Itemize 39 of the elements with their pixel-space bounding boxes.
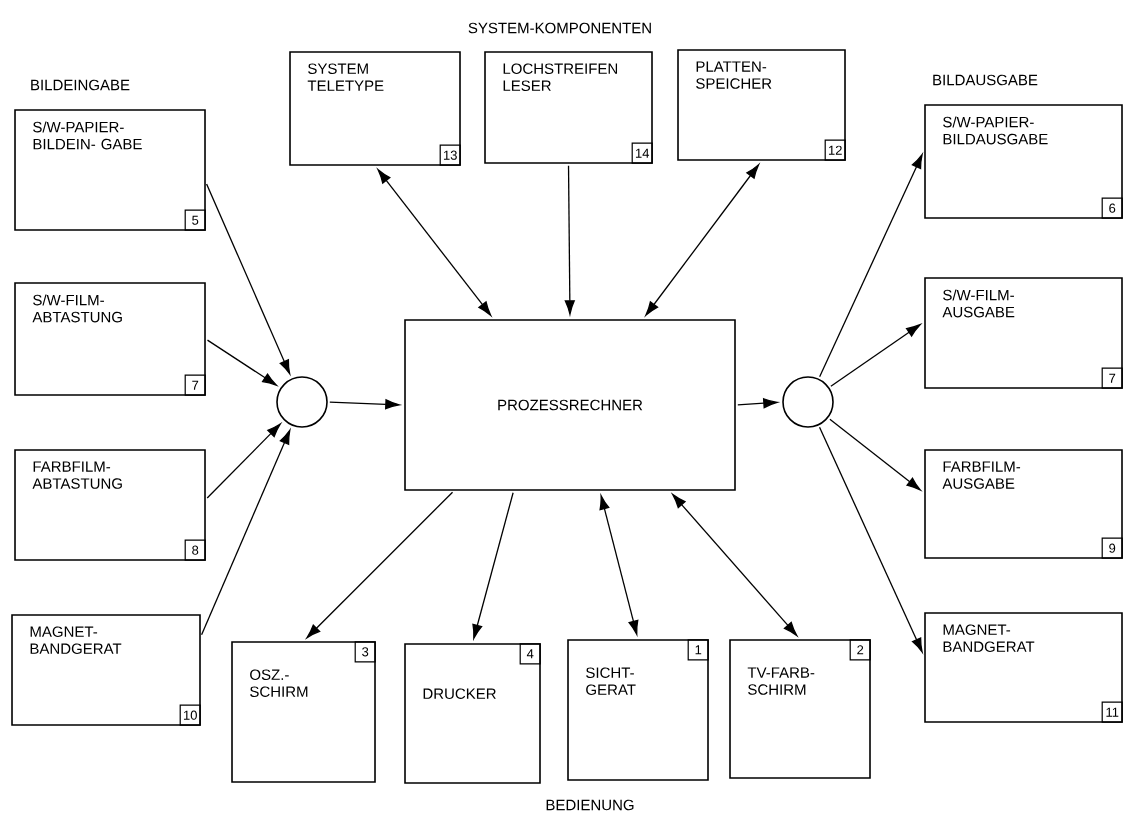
- device-box: PROZESSRECHNER: [404, 319, 736, 491]
- arrow: [329, 399, 400, 410]
- number-badge: 11: [1101, 701, 1123, 723]
- number-badge: 2: [849, 639, 871, 661]
- arrow: [200, 429, 291, 636]
- number-badge: 7: [184, 374, 206, 396]
- number-badge: 12: [824, 139, 846, 161]
- number-badge: 3: [354, 641, 376, 663]
- arrow: [830, 324, 921, 387]
- arrow: [205, 183, 291, 375]
- number-badge: 10: [179, 704, 201, 726]
- group-heading: BEDIENUNG: [546, 799, 634, 811]
- number-badge: 8: [184, 539, 206, 561]
- arrow: [818, 426, 923, 653]
- group-heading: BILDEINGABE: [31, 79, 130, 91]
- arrow: [206, 423, 281, 499]
- junction-circle: [782, 376, 834, 428]
- number-badge: 4: [519, 643, 541, 665]
- number-badge: 14: [631, 142, 653, 164]
- number-badge: 9: [1101, 537, 1123, 559]
- arrow: [564, 165, 575, 315]
- arrow: [645, 164, 760, 316]
- number-badge: 7: [1101, 367, 1123, 389]
- junction-circle: [276, 376, 328, 428]
- number-badge: 13: [439, 144, 461, 166]
- arrow: [672, 493, 798, 637]
- arrow: [737, 398, 778, 409]
- group-heading: BILDAUSGABE: [933, 74, 1038, 86]
- number-badge: 1: [687, 639, 709, 661]
- arrow: [819, 154, 923, 378]
- arrow: [206, 339, 277, 386]
- number-badge: 6: [1101, 197, 1123, 219]
- arrow: [306, 491, 454, 639]
- arrow: [472, 492, 514, 639]
- number-badge: 5: [184, 209, 206, 231]
- arrow: [829, 418, 921, 491]
- arrow: [377, 169, 492, 316]
- arrow: [599, 495, 639, 635]
- group-heading: SYSTEM-KOMPONENTEN: [468, 22, 651, 34]
